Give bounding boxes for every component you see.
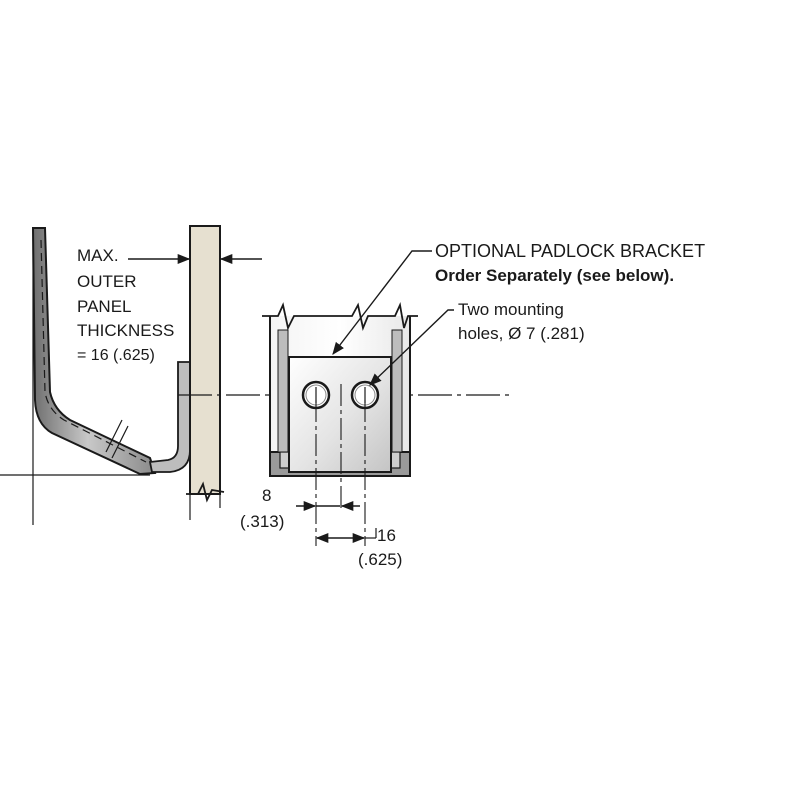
bracket-title: OPTIONAL PADLOCK BRACKET: [435, 241, 706, 261]
panel-label-line1: MAX.: [77, 246, 119, 265]
hook-bracket: [148, 361, 191, 473]
extension-lines: [315, 384, 366, 546]
padlock-plate: [288, 356, 392, 473]
spacing-dim-inch: (.625): [358, 550, 403, 569]
bracket-note: Order Separately (see below).: [435, 266, 675, 285]
panel-label-line4: THICKNESS: [77, 321, 175, 340]
panel-label-line5: = 16 (.625): [77, 347, 155, 364]
spacing-dim-value: 16: [377, 526, 396, 545]
offset-dim-value: 8: [262, 486, 272, 505]
outer-panel: [186, 225, 225, 520]
bracket-leader-line: [332, 250, 432, 355]
holes-label-line2: holes, Ø 7 (.281): [458, 324, 585, 343]
panel-label-line2: OUTER: [77, 272, 137, 291]
offset-dim-inch: (.313): [240, 512, 285, 531]
holes-label-line1: Two mounting: [458, 300, 564, 319]
panel-label-line3: PANEL: [77, 297, 132, 316]
holes-leader-line: [369, 309, 454, 386]
spacing-dimension: [315, 528, 377, 544]
